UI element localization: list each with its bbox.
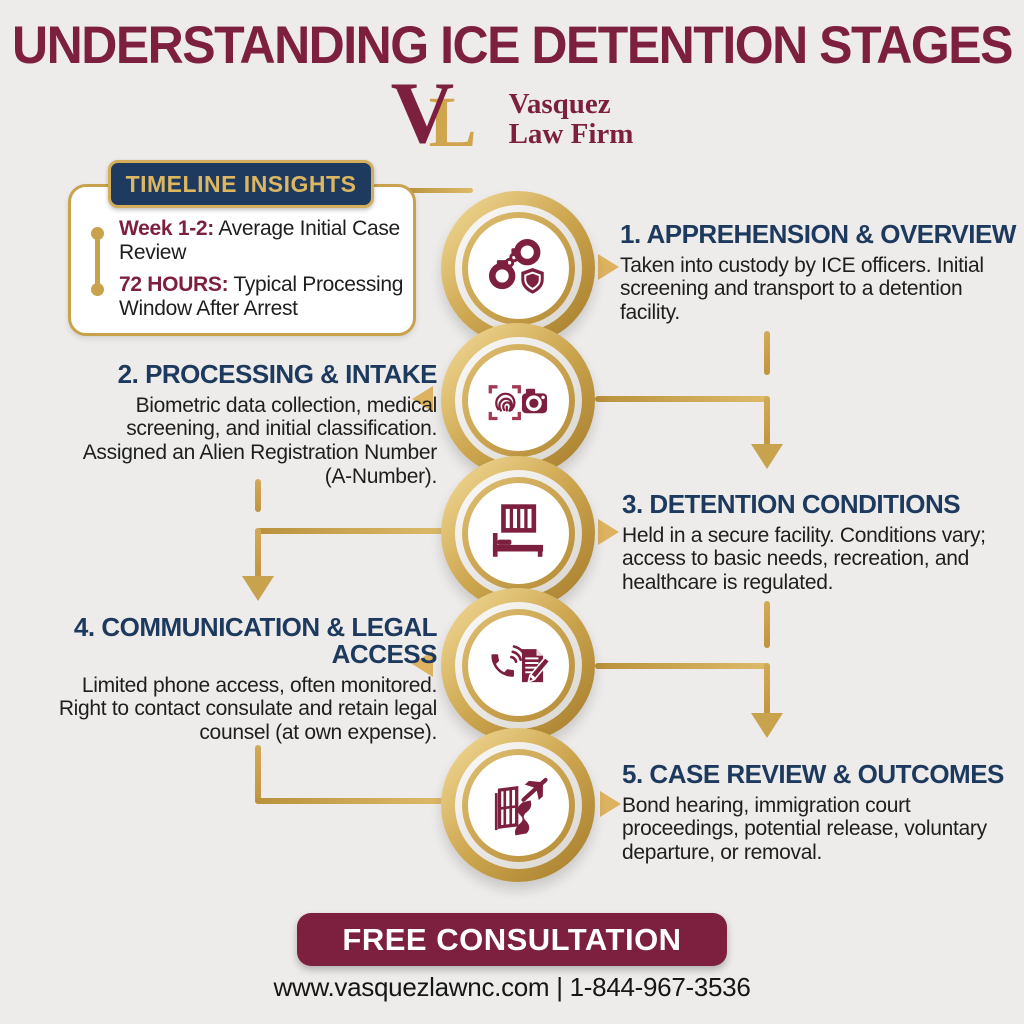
stage-2-node <box>441 323 595 477</box>
stage-4-node <box>441 588 595 742</box>
node-silver-ring <box>454 336 582 464</box>
stage-2-number: 2. <box>117 359 139 389</box>
stage-1-text: 1. APPREHENSION & OVERVIEW Taken into cu… <box>620 221 1020 325</box>
law-firm-name: Vasquez Law Firm <box>508 87 634 150</box>
phone-document-icon <box>491 645 551 684</box>
node-silver-ring <box>454 204 582 332</box>
connector-dash-right-2 <box>764 601 770 648</box>
connector-1-3-vertical <box>764 396 770 446</box>
insight-2-highlight: 72 HOURS: <box>119 273 229 296</box>
insight-1-text: Average Initial Case Review <box>119 217 400 264</box>
stage-3-text: 3. DETENTION CONDITIONS Held in a secure… <box>622 491 1022 595</box>
node-core <box>467 217 569 319</box>
timeline-insights-box: Week 1-2: Average Initial Case Review 72… <box>68 184 416 336</box>
stage-1-title: 1. APPREHENSION & OVERVIEW <box>620 219 1016 249</box>
stage-4-text: 4. COMMUNICATION & LEGAL ACCESS Limited … <box>47 612 438 745</box>
bullet-connector-line <box>95 235 100 291</box>
free-consultation-button[interactable]: FREE CONSULTATION <box>297 913 727 966</box>
arrow-down-icon <box>242 576 274 601</box>
pointer-left-icon <box>412 386 433 412</box>
stage-1-number: 1. <box>620 219 641 249</box>
footer-separator: | <box>556 972 563 1002</box>
stage-3-description: Held in a secure facility. Conditions va… <box>622 523 986 595</box>
monogram-v: V <box>390 65 455 162</box>
jail-bars-bed-icon <box>492 504 544 557</box>
insight-item-1: Week 1-2: Average Initial Case Review <box>119 217 405 264</box>
node-silver-ring <box>454 601 582 729</box>
stage-4-description: Limited phone access, often monitored. R… <box>58 673 437 744</box>
node-core <box>467 614 569 716</box>
pointer-right-icon <box>598 519 619 545</box>
fingerprint-camera-icon <box>488 385 548 421</box>
contact-info: www.vasquezlawnc.com | 1-844-967-3536 <box>0 972 1024 1003</box>
node-core <box>467 349 569 451</box>
node-gold-ring <box>461 608 575 722</box>
stage-5-description: Bond hearing, immigration court proceedi… <box>622 793 987 865</box>
node-gold-ring <box>461 748 575 862</box>
insight-item-2: 72 HOURS: Typical Processing Window Afte… <box>119 273 405 320</box>
stage-1-description: Taken into custody by ICE officers. Init… <box>620 253 984 325</box>
node-silver-ring <box>454 741 582 869</box>
arrow-down-icon <box>751 713 783 738</box>
stage-2-text: 2. PROCESSING & INTAKE Biometric data co… <box>57 359 438 489</box>
stage-3-number: 3. <box>622 489 643 519</box>
insight-2-text: Typical Processing Window After Arrest <box>119 273 404 320</box>
node-gold-ring <box>461 476 575 590</box>
law-firm-logo: V L Vasquez Law Firm <box>0 70 1024 159</box>
gate-plane-road-icon <box>494 777 548 836</box>
pointer-left-icon <box>412 651 433 677</box>
stage-3-title: 3. DETENTION CONDITIONS <box>622 489 961 519</box>
stage-2-title: 2. PROCESSING & INTAKE <box>117 359 438 389</box>
handcuffs-shield-icon <box>488 238 544 294</box>
stage-3-node <box>441 456 595 610</box>
connector-3-5-horizontal <box>595 663 770 669</box>
insight-1-highlight: Week 1-2: <box>119 217 214 240</box>
bullet-dot-icon <box>91 227 104 240</box>
node-gold-ring <box>461 343 575 457</box>
node-silver-ring <box>454 469 582 597</box>
node-core <box>467 482 569 584</box>
timeline-insights-header: TIMELINE INSIGHTS <box>108 160 374 208</box>
node-gold-ring <box>461 211 575 325</box>
stage-1-node <box>441 191 595 345</box>
connector-4-5-vertical <box>255 745 261 803</box>
pointer-right-icon <box>600 791 621 817</box>
vl-monogram-icon: V L <box>391 70 495 159</box>
connector-1-3-horizontal <box>595 396 770 402</box>
stage-2-description: Biometric data collection, medical scree… <box>82 393 438 488</box>
website-link[interactable]: www.vasquezlawnc.com <box>273 972 550 1002</box>
law-firm-name-line1: Vasquez <box>508 87 611 120</box>
connector-4-5-horizontal <box>255 798 445 804</box>
phone-number[interactable]: 1-844-967-3536 <box>569 972 751 1002</box>
connector-2-4-vertical <box>255 528 261 578</box>
connector-dash-left-1 <box>255 479 261 512</box>
connector-box-to-node1 <box>405 188 473 193</box>
connector-dash-right-1 <box>764 331 770 375</box>
arrow-down-icon <box>751 444 783 469</box>
stage-5-text: 5. CASE REVIEW & OUTCOMES Bond hearing, … <box>622 761 1022 865</box>
stage-5-number: 5. <box>622 759 643 789</box>
stage-5-title: 5. CASE REVIEW & OUTCOMES <box>622 759 1004 789</box>
pointer-right-icon <box>598 254 619 280</box>
stage-4-title: 4. COMMUNICATION & LEGAL ACCESS <box>73 612 438 669</box>
connector-3-5-vertical <box>764 663 770 715</box>
connector-2-4-horizontal <box>255 528 445 534</box>
law-firm-name-line2: Law Firm <box>508 118 634 150</box>
page-title: UNDERSTANDING ICE DETENTION STAGES <box>12 15 1013 75</box>
stage-4-number: 4. <box>73 612 95 642</box>
monogram-l: L <box>428 82 477 162</box>
node-core <box>467 754 569 856</box>
stage-5-node <box>441 728 595 882</box>
